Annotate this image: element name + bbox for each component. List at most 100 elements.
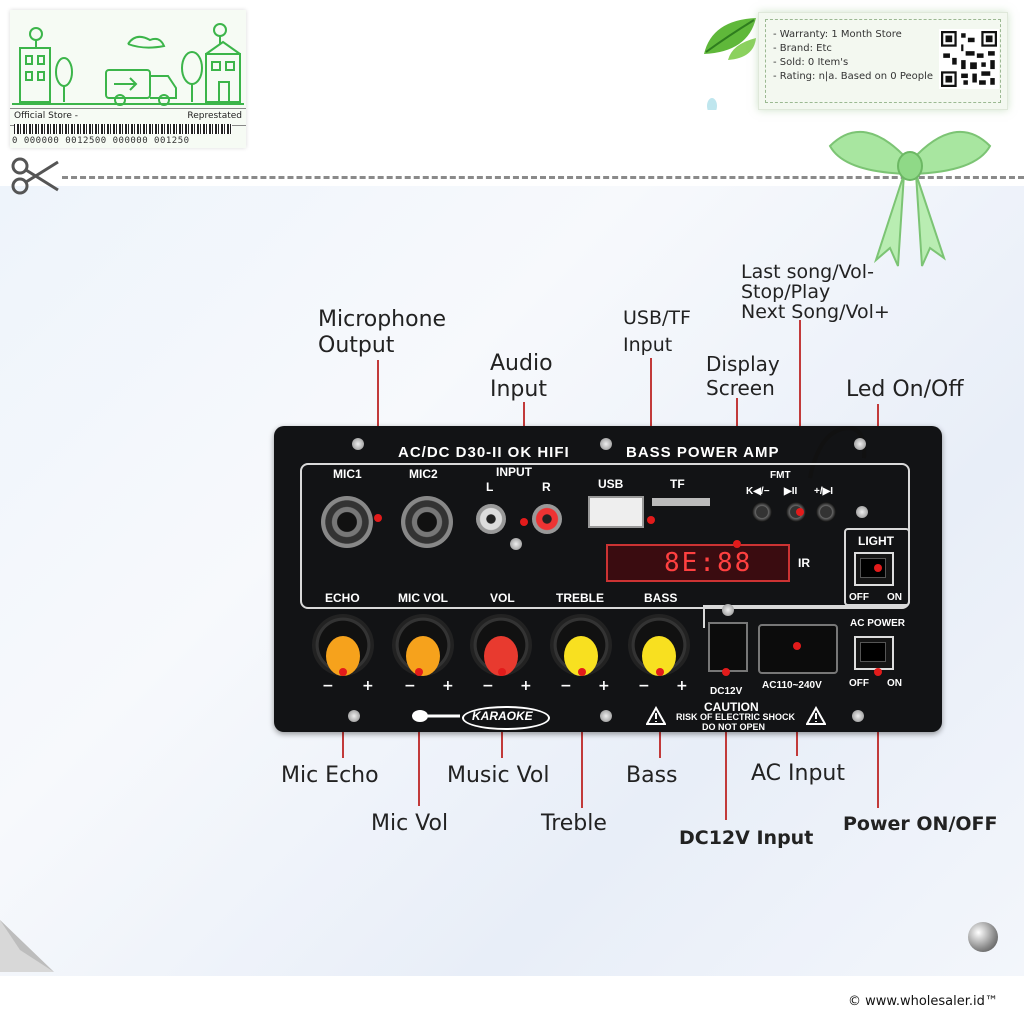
mount-hole bbox=[852, 710, 864, 722]
barcode bbox=[14, 124, 232, 134]
callout-next-song: Next Song/Vol+ bbox=[741, 301, 890, 323]
ir-label: IR bbox=[798, 556, 810, 570]
echo-plus: + bbox=[362, 678, 374, 694]
mic-vol-minus: − bbox=[404, 678, 416, 694]
fm-label: FMT bbox=[770, 470, 791, 481]
callout-display-line2: Screen bbox=[706, 376, 775, 400]
play-button-label: ▶II bbox=[784, 486, 798, 497]
mic2-jack[interactable] bbox=[401, 496, 453, 548]
knob-label-echo: ECHO bbox=[325, 591, 360, 605]
callout-dot-mic-vol bbox=[415, 668, 423, 676]
callout-dot-led bbox=[874, 564, 882, 572]
next-button[interactable] bbox=[816, 502, 836, 522]
usb-label: USB bbox=[598, 477, 624, 491]
pin-decoration bbox=[968, 922, 998, 952]
callout-dot-display bbox=[733, 540, 741, 548]
caution-label: CAUTION bbox=[704, 700, 759, 714]
callout-mic-vol: Mic Vol bbox=[371, 811, 449, 836]
barcode-number: 0 000000 0012500 000000 001250 bbox=[12, 136, 190, 146]
tf-card-slot[interactable] bbox=[652, 498, 710, 506]
board-divider bbox=[703, 605, 906, 628]
power-off-label: OFF bbox=[849, 678, 869, 689]
callout-dot-ac bbox=[793, 642, 801, 650]
screw bbox=[722, 604, 734, 616]
footer-copyright: © www.wholesaler.id™ bbox=[848, 994, 998, 1009]
callout-mic-echo: Mic Echo bbox=[281, 763, 379, 788]
knob-label-treble: TREBLE bbox=[556, 591, 604, 605]
callout-dot-treble bbox=[578, 668, 586, 676]
callout-dot-audio bbox=[520, 518, 528, 526]
bow-decoration bbox=[828, 131, 992, 267]
rca-left-jack[interactable] bbox=[476, 504, 506, 534]
warning-triangle-icon bbox=[646, 706, 666, 725]
callout-last-song: Last song/Vol- bbox=[741, 261, 874, 283]
ac-power-label: AC POWER bbox=[850, 618, 905, 629]
light-switch[interactable] bbox=[854, 552, 894, 586]
callout-power-on-off: Power ON/OFF bbox=[843, 813, 998, 835]
power-switch[interactable] bbox=[854, 636, 894, 670]
prev-button-label: K◀/− bbox=[746, 486, 770, 497]
vol-minus: − bbox=[482, 678, 494, 694]
mount-hole bbox=[600, 710, 612, 722]
light-label: LIGHT bbox=[858, 534, 894, 548]
callout-dot-echo bbox=[339, 668, 347, 676]
page-curl-decoration bbox=[0, 920, 54, 972]
knob-label-mic-vol: MIC VOL bbox=[398, 591, 448, 605]
dc-power-jack[interactable] bbox=[708, 622, 748, 672]
callout-dot-dc bbox=[722, 668, 730, 676]
dc12v-label: DC12V bbox=[710, 686, 743, 697]
treble-plus: + bbox=[598, 678, 610, 694]
callout-audio-input-line1: Audio bbox=[490, 351, 553, 376]
bass-minus: − bbox=[638, 678, 650, 694]
mic-vol-knob-cap bbox=[406, 636, 440, 676]
vol-plus: + bbox=[520, 678, 532, 694]
mic1-jack[interactable] bbox=[321, 496, 373, 548]
karaoke-badge bbox=[462, 706, 550, 730]
next-button-label: +/▶I bbox=[814, 486, 834, 497]
info-sold: - Sold: 0 Item's bbox=[773, 57, 849, 68]
karaoke-label: KARAOKE bbox=[472, 709, 533, 723]
info-card-border bbox=[765, 19, 1001, 103]
usb-port[interactable] bbox=[588, 496, 644, 528]
mic1-label: MIC1 bbox=[333, 467, 362, 481]
knob-label-bass: BASS bbox=[644, 591, 678, 605]
callout-music-vol: Music Vol bbox=[447, 763, 550, 788]
qr-code-icon bbox=[939, 29, 999, 89]
callout-led-on-off: Led On/Off bbox=[846, 377, 964, 402]
callout-treble: Treble bbox=[541, 811, 607, 836]
callout-microphone-output-line2: Output bbox=[318, 333, 395, 358]
mount-hole bbox=[352, 438, 364, 450]
mount-hole bbox=[600, 438, 612, 450]
info-brand: - Brand: Etc bbox=[773, 43, 832, 54]
callout-microphone-output-line1: Microphone bbox=[318, 307, 447, 332]
echo-minus: − bbox=[322, 678, 334, 694]
power-on-label: ON bbox=[887, 678, 902, 689]
caution-line1: RISK OF ELECTRIC SHOCK bbox=[676, 712, 796, 722]
callout-dot-music-vol bbox=[498, 668, 506, 676]
cut-line bbox=[62, 176, 1024, 179]
info-warranty: - Warranty: 1 Month Store bbox=[773, 29, 902, 40]
input-l-label: L bbox=[486, 480, 494, 494]
leaf-icon bbox=[704, 18, 756, 110]
store-right-text: Represtated bbox=[187, 111, 242, 121]
tf-label: TF bbox=[670, 477, 685, 491]
caution-line2: DO NOT OPEN bbox=[702, 722, 766, 732]
rca-right-jack[interactable] bbox=[532, 504, 562, 534]
callout-ac-input: AC Input bbox=[751, 761, 845, 786]
callout-stop-play: Stop/Play bbox=[741, 281, 831, 303]
input-r-label: R bbox=[542, 480, 551, 494]
info-card: - Warranty: 1 Month Store - Brand: Etc -… bbox=[758, 12, 1008, 110]
callout-dot-bass bbox=[656, 668, 664, 676]
display-digits: 8E:88 bbox=[664, 548, 753, 578]
input-label: INPUT bbox=[496, 465, 532, 479]
light-on-label: ON bbox=[887, 592, 902, 603]
callout-display-line1: Display bbox=[706, 352, 780, 376]
store-left-text: Official Store - bbox=[14, 111, 79, 121]
screw bbox=[510, 538, 522, 550]
callout-dot-power bbox=[874, 668, 882, 676]
mount-hole bbox=[854, 438, 866, 450]
treble-minus: − bbox=[560, 678, 572, 694]
prev-button[interactable] bbox=[752, 502, 772, 522]
info-rating: - Rating: n|a. Based on 0 People bbox=[773, 71, 934, 82]
